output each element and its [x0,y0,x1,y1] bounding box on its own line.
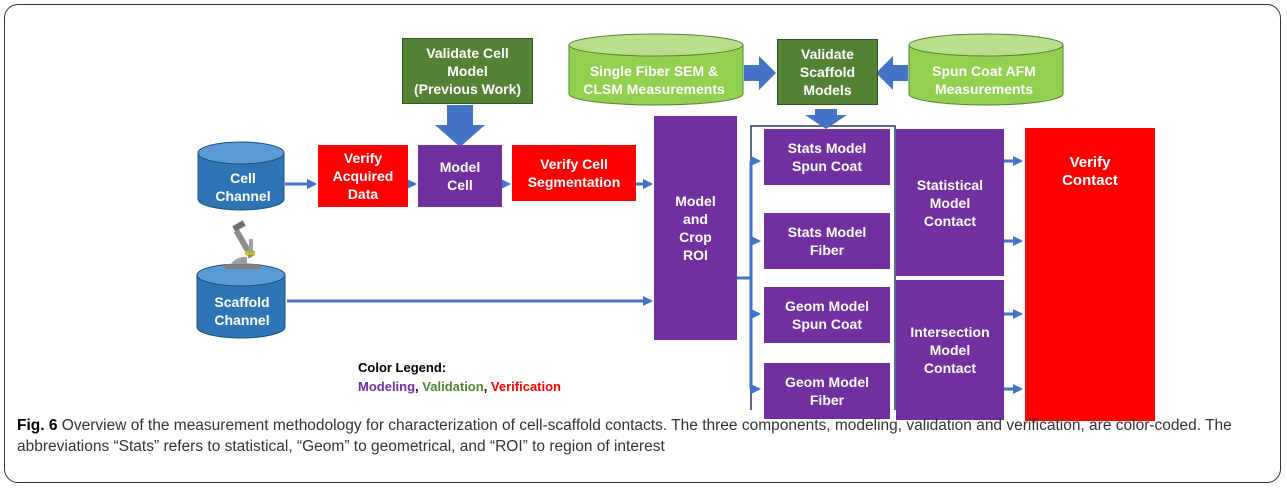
statistical-model-contact-box: Statistical Model Contact [896,129,1004,276]
arrow-validate-scaffold-down [805,109,847,129]
legend-title: Color Legend: [358,360,447,375]
spun-coat-afm-label: Spun Coat AFM Measurements [932,63,1036,97]
geom-model-fiber-box: Geom Model Fiber [764,363,890,419]
arrow-validate-cell-down [435,105,485,147]
caption-label: Fig. 6 [17,417,58,434]
single-fiber-sem-cylinder [568,33,744,106]
verify-contact-box: Verify Contact [1025,128,1155,421]
figure-caption: Fig. 6 Overview of the measurement metho… [17,415,1267,457]
validate-cell-model-box: Validate Cell Model (Previous Work) [402,38,533,104]
cell-channel-label: Cell Channel [215,170,271,204]
legend-sep-2: , [483,379,491,394]
legend-verification: Verification [490,379,561,394]
model-cell-box: Model Cell [418,145,502,207]
validate-scaffold-models-box: Validate Scaffold Models [777,39,878,105]
legend-validation: Validation [422,379,484,394]
legend-modeling: Modeling [358,379,416,394]
spun-coat-afm-cylinder [908,33,1064,106]
stats-model-spun-coat-box: Stats Model Spun Coat [764,129,890,185]
verify-cell-segmentation-box: Verify Cell Segmentation [512,145,636,201]
diagram-canvas [196,33,1064,410]
scaffold-channel-label: Scaffold Channel [214,294,270,328]
verify-acquired-data-box: Verify Acquired Data [318,145,408,207]
arrow-sem-to-validate [744,56,776,90]
model-crop-roi-box: Model and Crop ROI [654,116,737,340]
caption-text: Overview of the measurement methodology … [17,417,1232,455]
intersection-model-contact-box: Intersection Model Contact [896,280,1004,420]
arrow-afm-to-validate [876,56,908,90]
legend: Modeling, Validation, Verification [358,379,561,394]
microscope-icon [225,220,261,269]
legend-sep-1: , [415,379,423,394]
cell-channel-cylinder [197,141,285,211]
stats-model-fiber-box: Stats Model Fiber [764,213,890,269]
figure-frame: Cell Channel Scaffold Channel Single Fib… [4,4,1281,483]
single-fiber-sem-label: Single Fiber SEM & CLSM Measurements [583,63,725,97]
scaffold-channel-cylinder [196,263,286,339]
geom-model-spun-coat-box: Geom Model Spun Coat [764,287,890,343]
